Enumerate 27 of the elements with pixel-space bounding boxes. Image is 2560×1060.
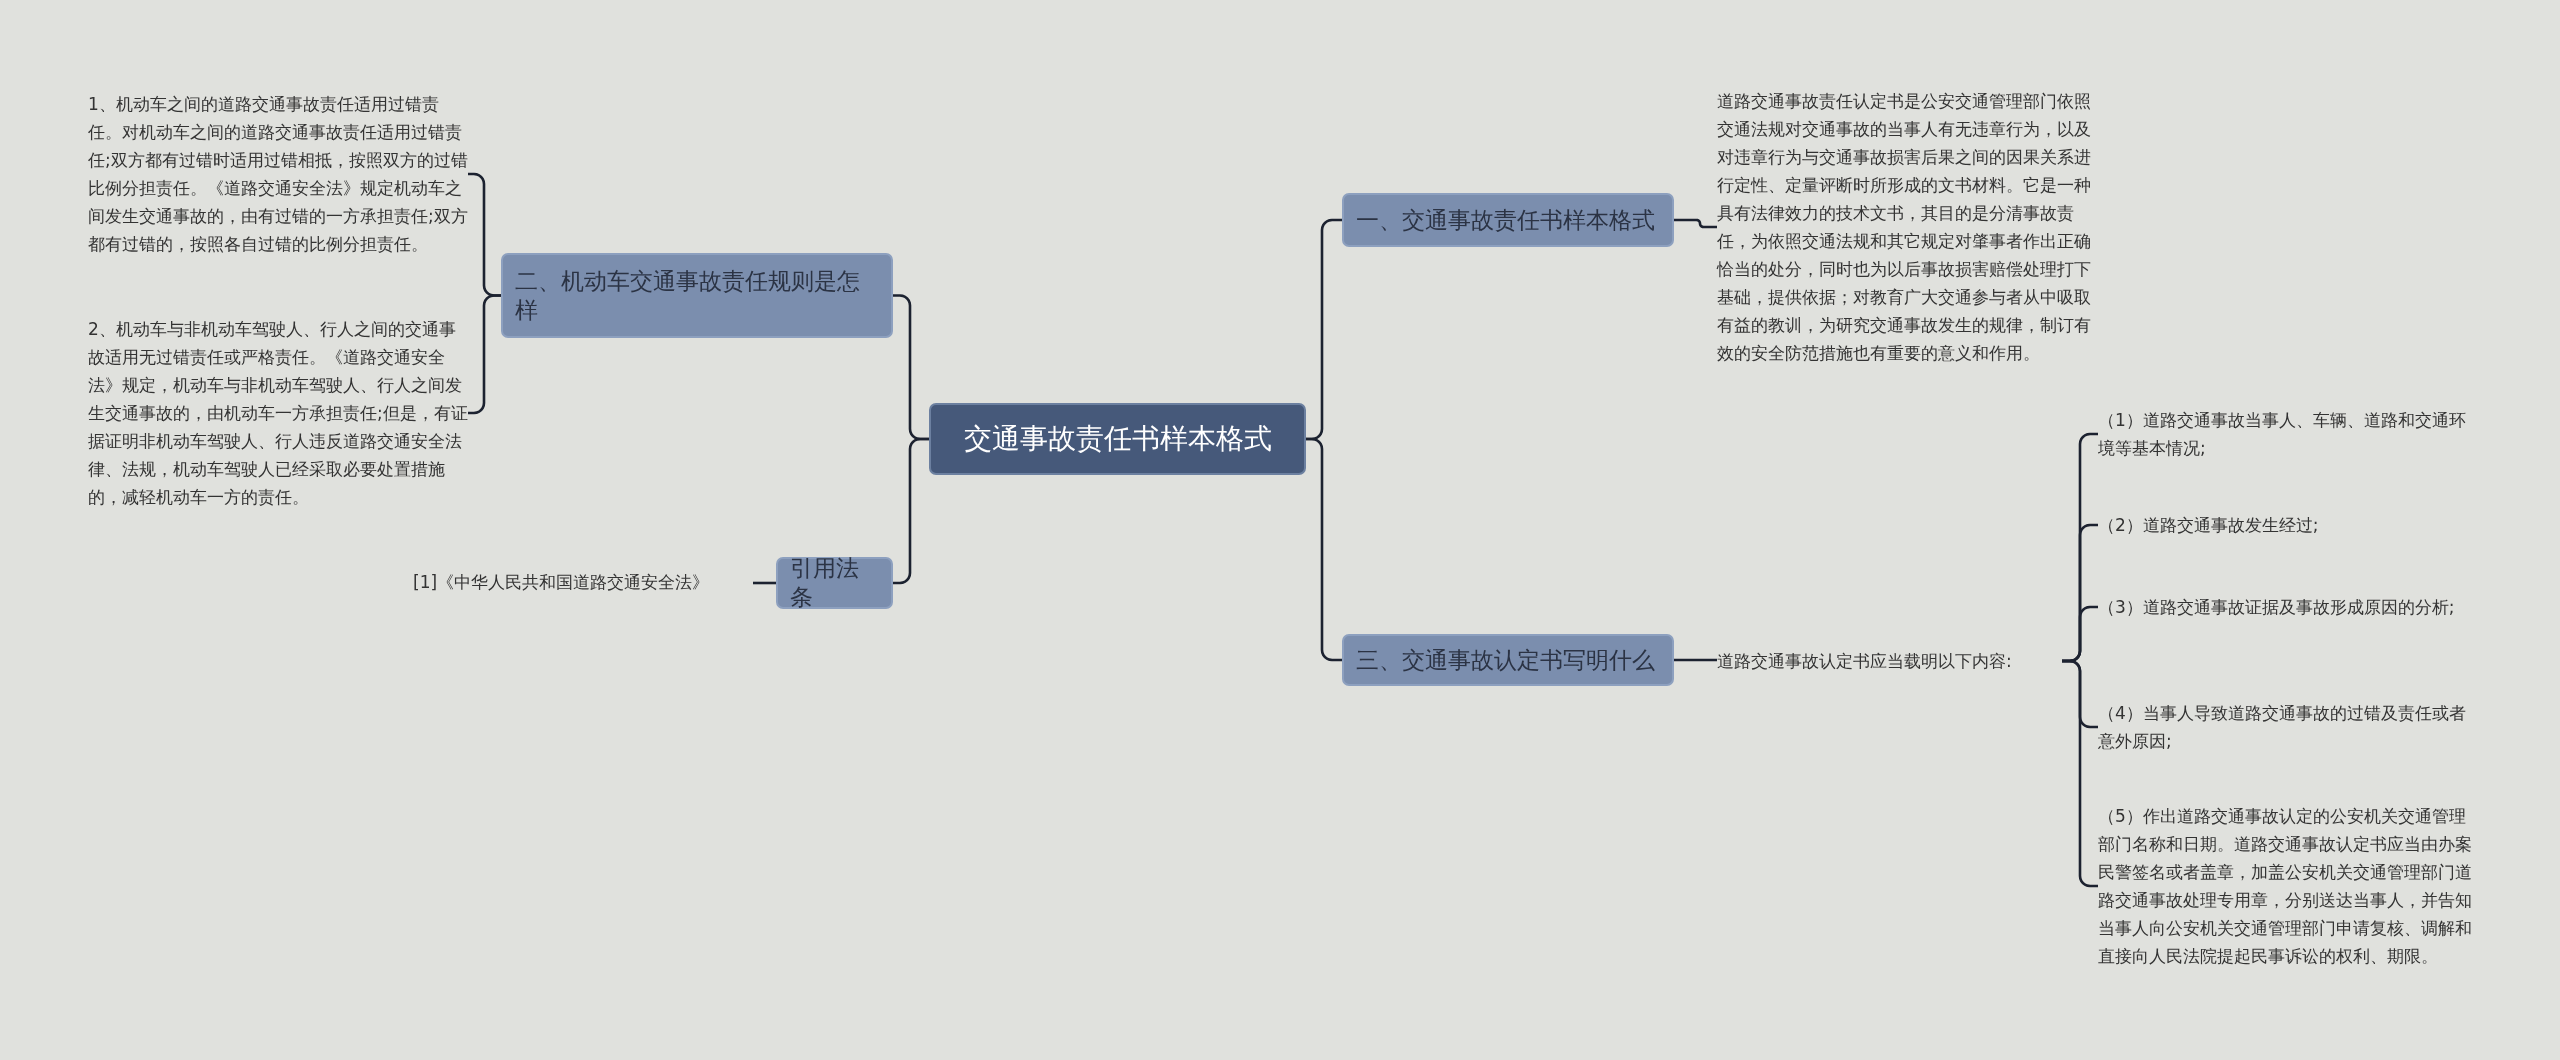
- central-topic: [929, 403, 1306, 475]
- connector-line: [1674, 658, 1717, 662]
- topic-label: 引用法条: [790, 554, 860, 612]
- connector-line: [1674, 218, 1717, 229]
- note-text: 1、机动车之间的道路交通事故责任适用过错责任。对机动车之间的道路交通事故责任适用过错责任;双方都有过错时适用过错相抵，按照双方的过错比例分担责任。《道路交通安全法》规定机动车之间发生交通事故的，由有过错的一方承担责任;双方都有过错的，按照各自过错的比例分担责任。: [88, 90, 468, 258]
- topic-label: 三、交通事故认定书写明什么: [1356, 645, 1655, 675]
- topic-box: [501, 253, 893, 338]
- note-text: 道路交通事故责任认定书是公安交通管理部门依照交通法规对交通事故的当事人有无违章行为，以及对违章行为与交通事故损害后果之间的因果关系进行定性、定量评断时所形成的文书材料。它是一种具有法律效力的技术文书，其目的是分清事故责任，为依照交通法规和其它规定对肇事者作出正确恰当的处分，同时也为以后事故损害赔偿处理打下基础，提供依据；对教育广大交通参与者从中吸取有益的教训，为研究交通事故发生的规律，制订有效的安全防范措施也有重要的意义和作用。: [1717, 87, 2097, 367]
- note-text: （4）当事人导致道路交通事故的过错及责任或者意外原因;: [2098, 699, 2482, 755]
- note-text: （5）作出道路交通事故认定的公安机关交通管理部门名称和日期。道路交通事故认定书应当由办案民警签名或者盖章，加盖公安机关交通管理部门道路交通事故处理专用章，分别送达当事人，并告知当事人向公安机关交通管理部门申请复核、调解和直接向人民法院提起民事诉讼的权利、期限。: [2098, 802, 2482, 970]
- note-text: 2、机动车与非机动车驾驶人、行人之间的交通事故适用无过错责任或严格责任。《道路交通安全法》规定，机动车与非机动车驾驶人、行人之间发生交通事故的，由机动车一方承担责任;但是，有证据证明非机动车驾驶人、行人违反道路交通安全法律、法规，机动车驾驶人已经采取必要处置措施的，减轻机动车一方的责任。: [88, 315, 468, 511]
- note-text: [1]《中华人民共和国道路交通安全法》: [413, 568, 753, 596]
- connector-line: [468, 294, 501, 415]
- connector-line: [753, 581, 776, 585]
- topic-box: [1342, 193, 1674, 247]
- note-text: （2）道路交通事故发生经过;: [2098, 511, 2482, 539]
- topic-label: 交通事故责任书样本格式: [963, 421, 1272, 457]
- note-text: 道路交通事故认定书应当载明以下内容:: [1717, 647, 2062, 675]
- connector-line: [2062, 659, 2098, 888]
- connector-line: [1306, 437, 1342, 662]
- note-text: （3）道路交通事故证据及事故形成原因的分析;: [2098, 593, 2482, 621]
- connector-line: [893, 437, 929, 585]
- topic-box: [776, 557, 893, 609]
- topic-label: 二、机动车交通事故责任规则是怎样: [515, 266, 861, 325]
- topic-box: [1342, 634, 1674, 686]
- note-text: （1）道路交通事故当事人、车辆、道路和交通环境等基本情况;: [2098, 406, 2482, 462]
- topic-label: 一、交通事故责任书样本格式: [1356, 205, 1655, 235]
